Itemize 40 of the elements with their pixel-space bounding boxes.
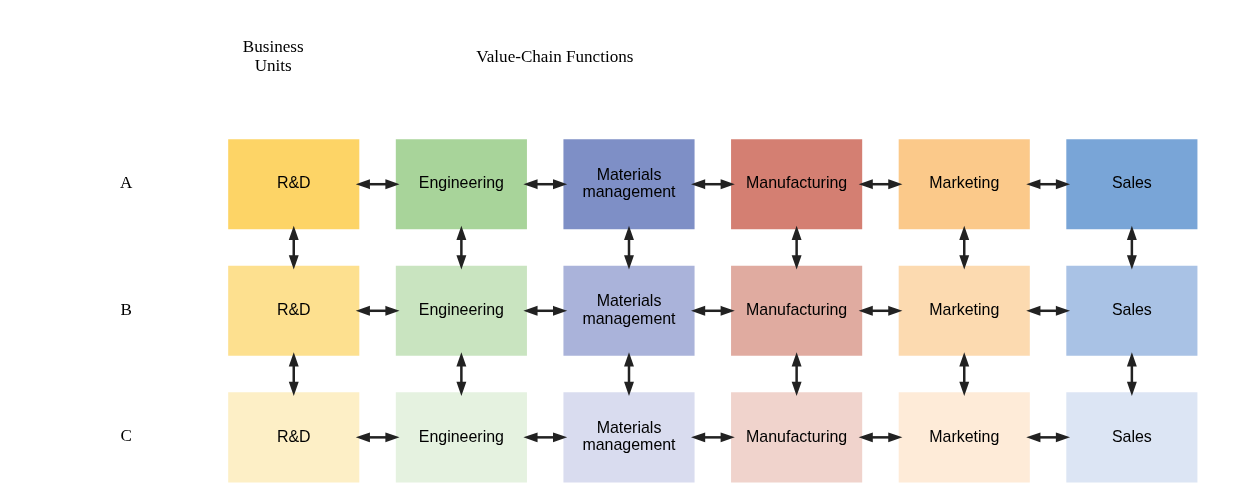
- arrow: [958, 352, 969, 396]
- node-box: Sales: [1065, 139, 1197, 230]
- arrow: [1025, 432, 1070, 443]
- node-box: R&D: [227, 392, 359, 483]
- node-box: Materials management: [562, 392, 695, 483]
- arrow: [1126, 225, 1137, 270]
- node-box: Marketing: [898, 392, 1030, 483]
- label: Value-Chain Functions: [475, 46, 633, 66]
- label: Business Units: [242, 36, 304, 76]
- node-box: Sales: [1065, 392, 1197, 483]
- node-box: Sales: [1065, 265, 1197, 356]
- arrow: [288, 352, 299, 396]
- node-box: Manufacturing: [730, 392, 862, 483]
- node-box: Materials management: [562, 139, 695, 230]
- arrow: [455, 225, 466, 270]
- node-box: Engineering: [395, 392, 527, 483]
- label: C: [119, 426, 132, 446]
- label: B: [119, 299, 132, 319]
- arrow: [690, 432, 735, 443]
- node-box: Manufacturing: [730, 265, 862, 356]
- arrow: [288, 225, 299, 270]
- node-box: Engineering: [395, 139, 527, 230]
- arrow: [522, 432, 567, 443]
- arrow: [455, 352, 466, 396]
- node-box: Marketing: [898, 265, 1030, 356]
- arrow: [858, 432, 902, 443]
- arrow: [355, 432, 400, 443]
- node-box: R&D: [227, 265, 359, 356]
- arrow: [791, 225, 802, 270]
- label: A: [119, 173, 132, 193]
- node-box: Engineering: [395, 265, 527, 356]
- node-box: Materials management: [562, 265, 695, 356]
- arrow: [1126, 352, 1137, 396]
- arrow: [791, 352, 802, 396]
- arrow: [958, 225, 969, 270]
- node-box: R&D: [227, 139, 359, 230]
- node-box: Manufacturing: [730, 139, 862, 230]
- arrow: [623, 352, 634, 396]
- node-box: Marketing: [898, 139, 1030, 230]
- arrow: [623, 225, 634, 270]
